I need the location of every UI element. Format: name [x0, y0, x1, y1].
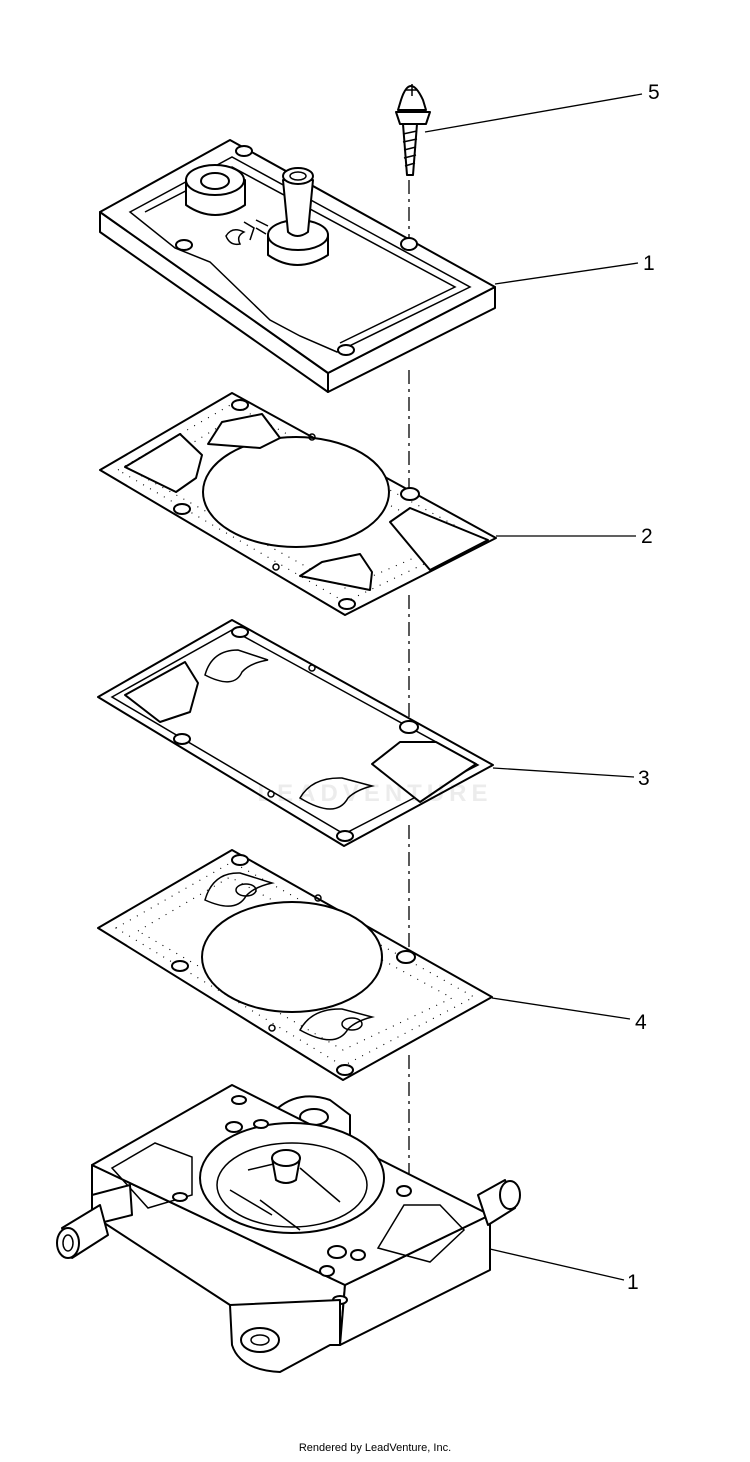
callout-diaphragm: 3 — [638, 767, 650, 790]
gasket-upper[interactable] — [99, 392, 497, 616]
gasket-lower[interactable] — [97, 849, 493, 1081]
leader-line-diaphragm — [492, 767, 635, 778]
leader-line-screw — [424, 93, 643, 133]
pump-body[interactable] — [56, 1084, 521, 1373]
footer-credit: Rendered by LeadVenture, Inc. — [298, 1442, 452, 1454]
watermark: LEADVENTURE — [257, 780, 493, 807]
leader-line-pump-body — [489, 1248, 625, 1281]
callout-gasket-lower: 4 — [635, 1011, 647, 1034]
pump-cover[interactable] — [99, 139, 496, 393]
callout-cover: 1 — [643, 252, 655, 275]
callout-gasket-upper: 2 — [641, 525, 653, 548]
callout-screw: 5 — [648, 81, 660, 104]
callout-pump-body: 1 — [627, 1271, 639, 1294]
screw[interactable] — [395, 84, 431, 176]
leader-line-cover — [494, 262, 639, 285]
leader-line-gasket-lower — [491, 997, 631, 1020]
diaphragm[interactable] — [97, 619, 494, 847]
